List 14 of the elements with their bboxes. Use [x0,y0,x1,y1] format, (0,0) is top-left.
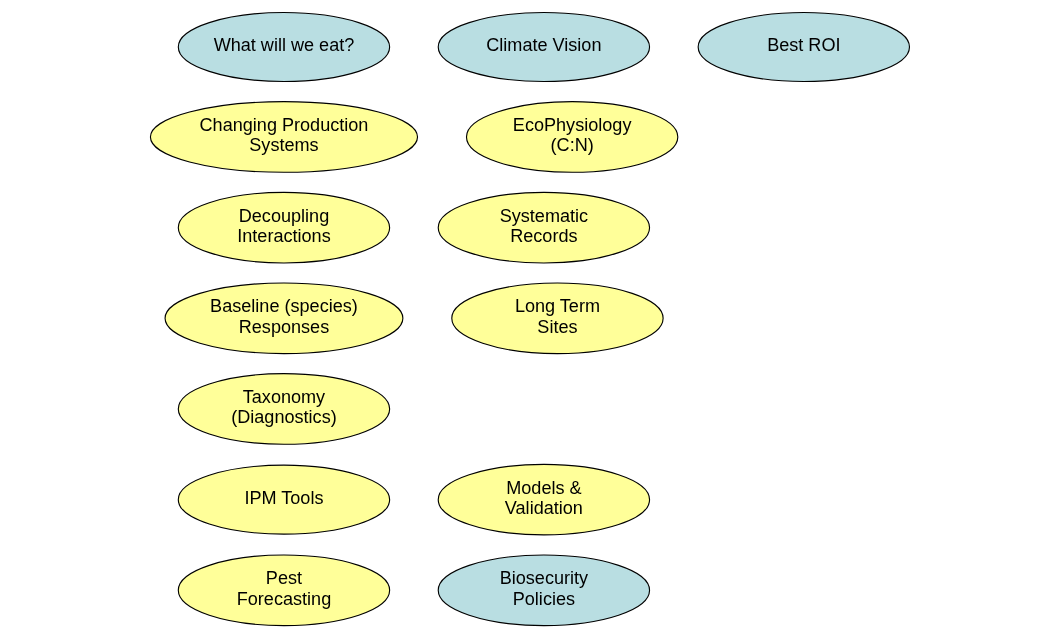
node-ellipse: Climate Vision [437,12,651,83]
node-ellipse: Changing Production Systems [149,101,419,173]
node-ellipse: Baseline (species) Responses [164,282,404,355]
node-ellipse: IPM Tools [177,464,391,535]
node-ellipse: Pest Forecasting [177,554,391,627]
node-ellipse: Models & Validation [437,463,651,536]
node-ellipse: EcoPhysiology (C:N) [465,101,679,173]
node-ellipse: Long Term Sites [451,282,664,355]
node-ellipse: What will we eat? [177,12,391,83]
node-ellipse: Taxonomy (Diagnostics) [177,373,391,445]
node-ellipse: Best ROI [697,12,911,83]
node-ellipse: Systematic Records [437,191,651,264]
node-ellipse: Decoupling Interactions [177,191,391,264]
node-ellipse: Biosecurity Policies [437,554,651,627]
